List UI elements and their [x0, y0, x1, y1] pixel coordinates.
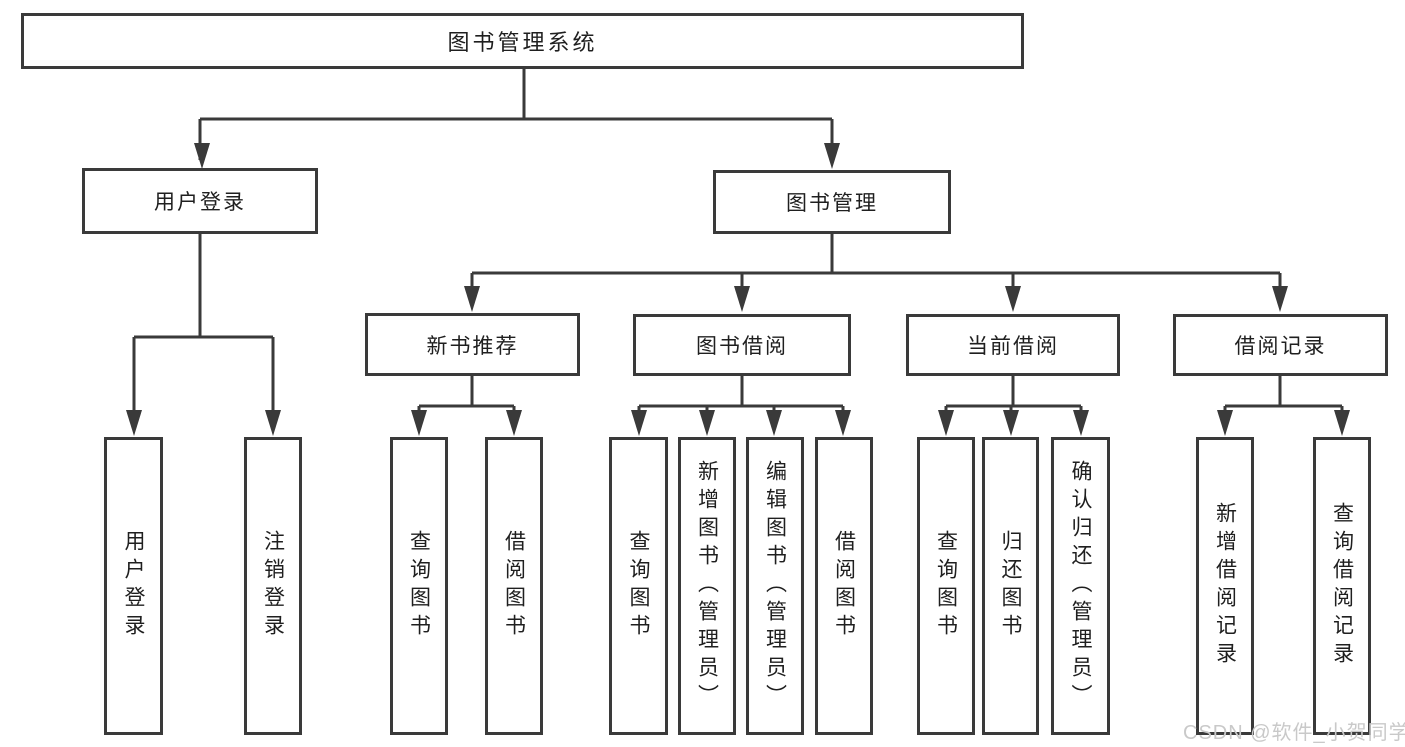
leaf-add-books-admin: 新增图书（管理员） — [678, 437, 736, 735]
leaf-query-books-1: 查询图书 — [390, 437, 448, 735]
node-label: 用户登录 — [154, 191, 246, 214]
node-book-borrowing: 图书借阅 — [633, 314, 851, 376]
node-new-book-recommend: 新书推荐 — [365, 313, 580, 376]
leaf-query-borrow-record: 查询借阅记录 — [1313, 437, 1371, 735]
leaf-borrow-books-1: 借阅图书 — [485, 437, 543, 735]
leaf-label: 查询图书 — [934, 530, 958, 642]
leaf-logout: 注销登录 — [244, 437, 302, 735]
leaf-label: 查询借阅记录 — [1330, 502, 1354, 670]
node-label: 图书管理系统 — [447, 30, 598, 55]
leaf-label: 确认归还（管理员） — [1069, 460, 1092, 712]
leaf-query-books-3: 查询图书 — [917, 437, 975, 735]
node-library-management-system: 图书管理系统 — [21, 13, 1024, 69]
leaf-label: 用户登录 — [122, 530, 145, 642]
leaf-label: 注销登录 — [261, 530, 285, 642]
leaf-label: 编辑图书（管理员） — [763, 460, 787, 712]
leaf-user-login: 用户登录 — [104, 437, 163, 735]
watermark: CSDN @软件_小贺同学 — [1183, 722, 1405, 744]
node-label: 图书借阅 — [696, 335, 788, 358]
leaf-label: 借阅图书 — [832, 530, 856, 642]
leaf-label: 新增图书（管理员） — [695, 460, 719, 712]
leaf-label: 归还图书 — [999, 530, 1022, 642]
node-label: 当前借阅 — [967, 335, 1059, 358]
arrowheads — [126, 143, 1350, 436]
node-label: 新书推荐 — [426, 334, 519, 358]
leaf-label: 借阅图书 — [502, 530, 526, 642]
node-borrowing-records: 借阅记录 — [1173, 314, 1388, 376]
leaf-borrow-books-2: 借阅图书 — [815, 437, 873, 735]
leaf-query-books-2: 查询图书 — [609, 437, 668, 735]
leaf-label: 查询图书 — [407, 530, 431, 642]
leaf-label: 新增借阅记录 — [1213, 502, 1237, 670]
leaf-add-borrow-record: 新增借阅记录 — [1196, 437, 1254, 735]
node-label: 图书管理 — [786, 192, 878, 215]
leaf-edit-books-admin: 编辑图书（管理员） — [746, 437, 804, 735]
leaf-confirm-return-admin: 确认归还（管理员） — [1051, 437, 1110, 735]
node-current-borrowing: 当前借阅 — [906, 314, 1120, 376]
leaf-return-books: 归还图书 — [982, 437, 1039, 735]
node-user-login: 用户登录 — [82, 168, 318, 234]
leaf-label: 查询图书 — [627, 530, 650, 642]
node-book-management: 图书管理 — [713, 170, 951, 234]
node-label: 借阅记录 — [1234, 335, 1327, 358]
